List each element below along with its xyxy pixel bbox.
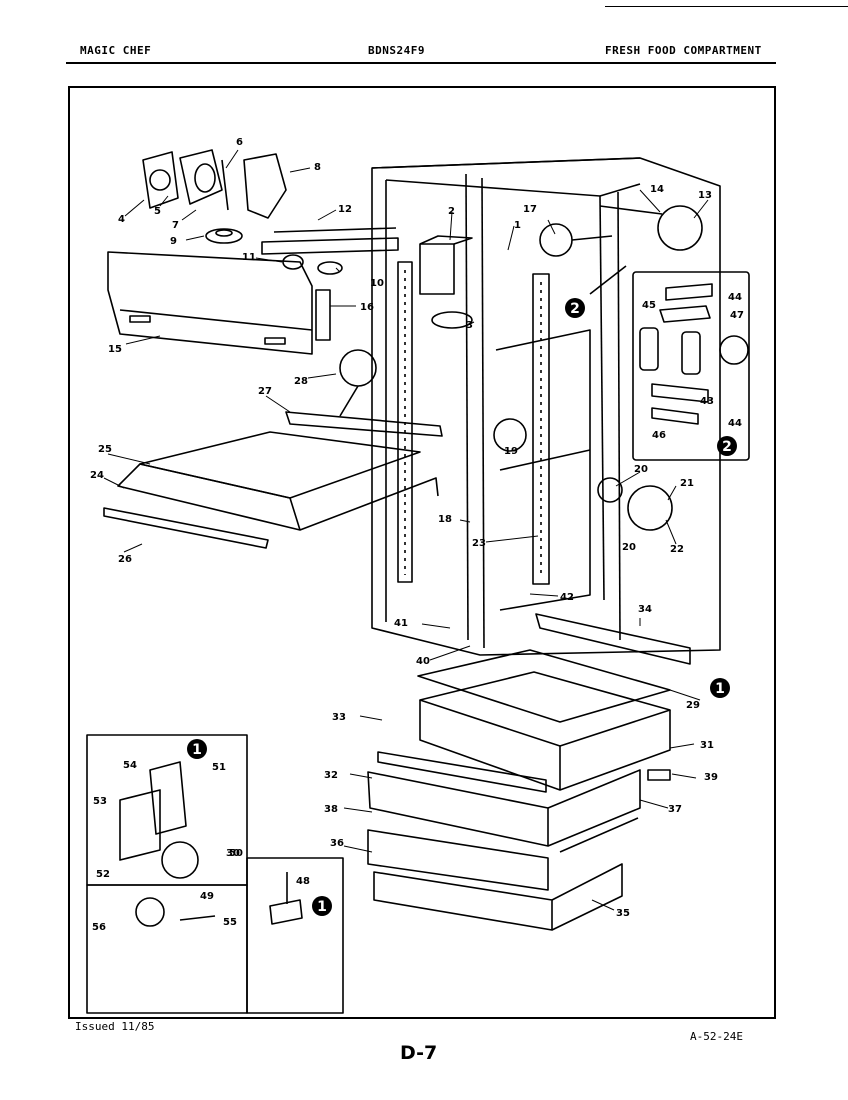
diagram-frame <box>68 86 776 1019</box>
callout-11: 11 <box>242 252 256 263</box>
callout-20: 20 <box>634 464 648 475</box>
callout-5: 5 <box>154 206 161 217</box>
callout-56: 56 <box>92 922 106 933</box>
callout-36: 36 <box>330 838 344 849</box>
callout-47: 47 <box>730 310 744 321</box>
callout-44: 44 <box>728 292 742 303</box>
detail-marker-1: 1 <box>312 896 332 916</box>
callout-54: 54 <box>123 760 137 771</box>
footer-code: A-52-24E <box>690 1030 743 1043</box>
callout-52: 52 <box>96 869 110 880</box>
svg-text:2: 2 <box>570 301 580 317</box>
callout-53: 53 <box>93 796 107 807</box>
shelf-rails <box>397 261 550 585</box>
callout-4: 4 <box>118 214 125 225</box>
callout-38: 38 <box>324 804 338 815</box>
callout-31: 31 <box>700 740 714 751</box>
detail-marker-1: 1 <box>187 739 207 759</box>
header-model: BDNS24F9 <box>368 44 425 57</box>
callout-44: 44 <box>728 418 742 429</box>
callout-20: 20 <box>622 542 636 553</box>
control-panel <box>107 227 473 355</box>
callout-46: 46 <box>652 430 666 441</box>
callout-1: 1 <box>514 220 521 231</box>
callout-48: 48 <box>296 876 310 887</box>
cabinet-outline <box>371 157 721 656</box>
detail-box-1 <box>86 734 344 1014</box>
callout-17: 17 <box>523 204 537 215</box>
callout-26: 26 <box>118 554 132 565</box>
svg-text:1: 1 <box>715 681 725 697</box>
detail-marker-1: 1 <box>710 678 730 698</box>
crisper-drawers <box>367 613 691 931</box>
callout-19: 19 <box>504 446 518 457</box>
callout-circles <box>339 205 703 531</box>
svg-text:1: 1 <box>317 899 327 915</box>
callout-7: 7 <box>172 220 179 231</box>
svg-text:2: 2 <box>722 439 732 455</box>
callout-34: 34 <box>638 604 652 615</box>
footer-issued: Issued 11/85 <box>75 1020 155 1033</box>
callout-43: 43 <box>700 396 714 407</box>
callout-27: 27 <box>258 386 272 397</box>
callout-55: 55 <box>223 917 237 928</box>
top-edge-rule <box>605 6 848 7</box>
callout-18: 18 <box>438 514 452 525</box>
callout-35: 35 <box>616 908 630 919</box>
header-rule <box>66 62 776 64</box>
callout-25: 25 <box>98 444 112 455</box>
callout-49: 49 <box>200 891 214 902</box>
callout-50: 50 <box>229 848 243 859</box>
callout-12: 12 <box>338 204 352 215</box>
control-housing-parts <box>142 149 287 244</box>
callout-33: 33 <box>332 712 346 723</box>
callout-29: 29 <box>686 700 700 711</box>
callout-8: 8 <box>314 162 321 173</box>
callout-10: 10 <box>370 278 384 289</box>
detail-marker-2: 2 <box>565 298 585 318</box>
callout-22: 22 <box>670 544 684 555</box>
svg-text:1: 1 <box>192 742 202 758</box>
callout-16: 16 <box>360 302 374 313</box>
callout-30: 30 <box>226 848 240 859</box>
shelf-assembly <box>103 411 443 549</box>
callout-42: 42 <box>560 592 574 603</box>
page-number: D-7 <box>400 1042 438 1064</box>
leader-lines <box>103 149 709 911</box>
callout-15: 15 <box>108 344 122 355</box>
callout-6: 6 <box>236 137 243 148</box>
callout-32: 32 <box>324 770 338 781</box>
detail-marker-2: 2 <box>717 436 737 456</box>
callout-45: 45 <box>642 300 656 311</box>
detail-box-2 <box>632 271 750 461</box>
callout-3: 3 <box>466 320 473 331</box>
callout-14: 14 <box>650 184 664 195</box>
header-section: FRESH FOOD COMPARTMENT <box>605 44 762 57</box>
callout-23: 23 <box>472 538 486 549</box>
callout-24: 24 <box>90 470 104 481</box>
callout-2: 2 <box>448 206 455 217</box>
callout-28: 28 <box>294 376 308 387</box>
callout-41: 41 <box>394 618 408 629</box>
callout-13: 13 <box>698 190 712 201</box>
callout-40: 40 <box>416 656 430 667</box>
callout-51: 51 <box>212 762 226 773</box>
callout-9: 9 <box>170 236 177 247</box>
callout-37: 37 <box>668 804 682 815</box>
header-brand: MAGIC CHEF <box>80 44 152 57</box>
callout-21: 21 <box>680 478 694 489</box>
callout-39: 39 <box>704 772 718 783</box>
